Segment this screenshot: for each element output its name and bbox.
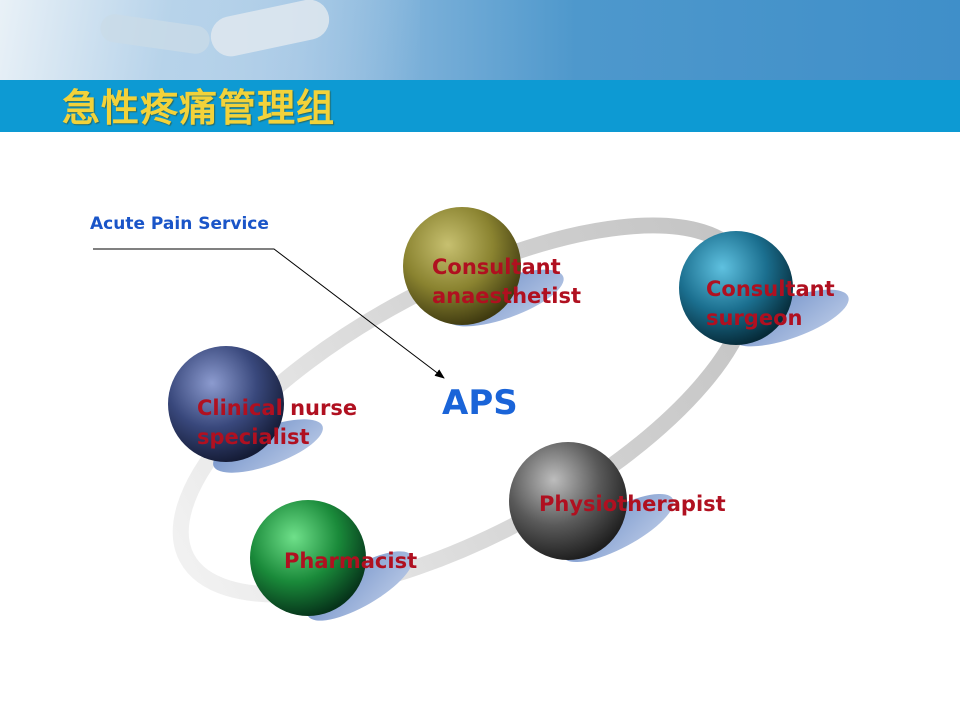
node-label-consultant-surgeon: Consultant surgeon (706, 275, 835, 333)
header-photo-banner (0, 0, 960, 80)
sphere-clinical-nurse-specialist (168, 346, 284, 462)
node-label-line: anaesthetist (432, 284, 582, 308)
sphere-consultant-surgeon (679, 231, 793, 345)
node-label-pharmacist: Pharmacist (284, 547, 417, 576)
center-label: APS (442, 383, 518, 423)
slide-title: 急性疼痛管理组 (62, 86, 336, 130)
node-label-line: Pharmacist (284, 549, 418, 573)
title-bar (0, 80, 960, 132)
node-label-clinical-nurse-specialist: Clinical nurse specialist (197, 394, 357, 452)
node-label-line: specialist (197, 425, 310, 449)
node-label-line: Clinical nurse (197, 396, 358, 420)
callout-label: Acute Pain Service (90, 214, 269, 234)
sphere-physiotherapist (509, 442, 627, 560)
surgical-drape-image (0, 0, 420, 80)
node-label-line: Physiotherapist (539, 492, 726, 516)
node-label-physiotherapist: Physiotherapist (539, 490, 726, 519)
node-label-line: surgeon (706, 306, 803, 330)
callout-arrow (93, 248, 445, 379)
node-label-line: Consultant (432, 255, 561, 279)
node-label-line: Consultant (706, 277, 835, 301)
sphere-pharmacist (250, 500, 366, 616)
sphere-consultant-anaesthetist (403, 207, 521, 325)
node-label-consultant-anaesthetist: Consultant anaesthetist (432, 253, 581, 311)
